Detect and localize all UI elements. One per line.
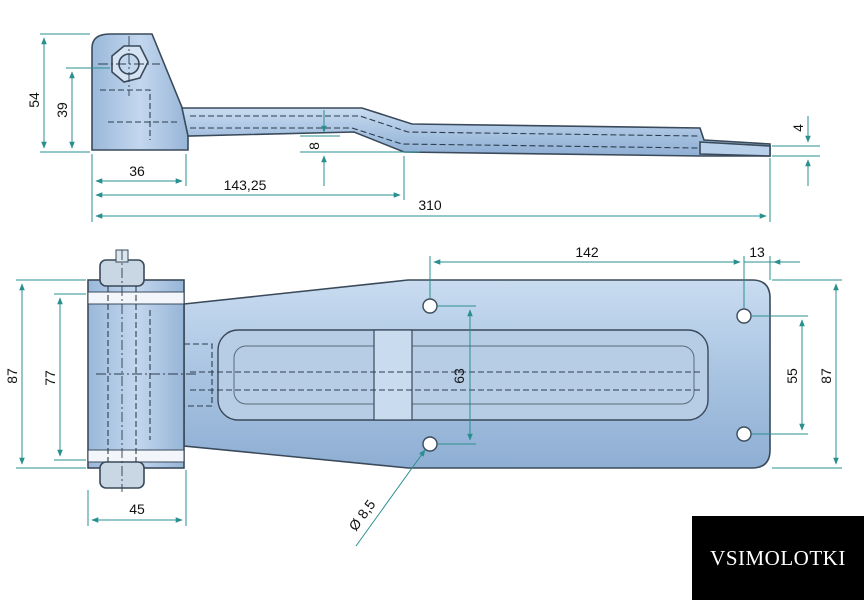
- top-hole-top-left: [422, 298, 438, 314]
- dim-side-54: 54: [26, 92, 42, 108]
- dim-top-87-left: 87: [4, 368, 20, 384]
- side-end-lip: [699, 141, 771, 157]
- top-channel: [217, 329, 709, 421]
- side-arm: [181, 107, 771, 157]
- dim-hole-diameter: Ø 8,5: [345, 496, 378, 533]
- dim-top-13: 13: [749, 244, 765, 260]
- dim-side-36: 36: [129, 163, 145, 179]
- top-bend-band: [373, 329, 413, 421]
- dim-side-143: 143,25: [224, 177, 267, 193]
- top-hole-top-right: [736, 308, 752, 324]
- side-view: 54 39 36 143,25 310 8 4: [26, 33, 820, 222]
- top-view: 87 77 45 142 13 63 55 87: [4, 244, 842, 547]
- dim-top-77: 77: [42, 370, 58, 386]
- dim-top-87-right: 87: [818, 368, 834, 384]
- dim-side-8: 8: [306, 142, 322, 150]
- dim-side-310: 310: [418, 197, 442, 213]
- brand-logo: VSIMOLOTKI: [692, 516, 864, 600]
- dim-top-63: 63: [451, 368, 467, 384]
- top-hole-bottom-left: [422, 436, 438, 452]
- dim-top-45: 45: [129, 501, 145, 517]
- dim-side-4: 4: [790, 124, 806, 132]
- dim-top-142: 142: [575, 244, 599, 260]
- dim-top-55: 55: [784, 368, 800, 384]
- dim-side-39: 39: [54, 102, 70, 118]
- top-hole-bottom-right: [736, 426, 752, 442]
